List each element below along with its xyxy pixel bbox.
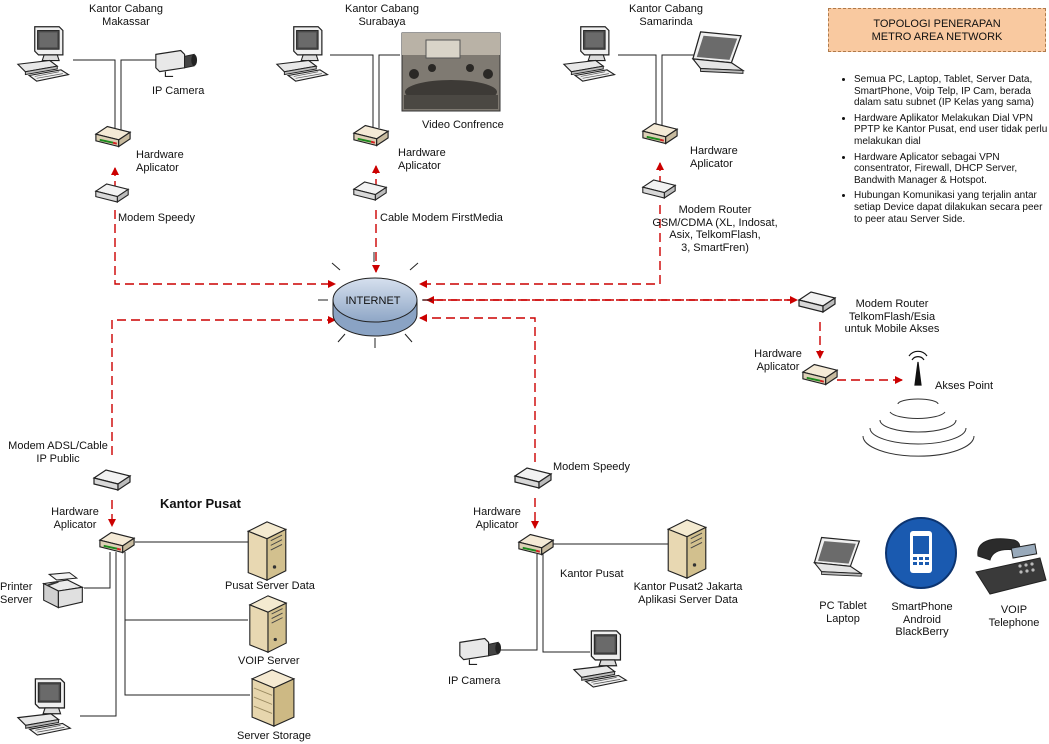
pusat2-server-icon: [667, 519, 707, 579]
makassar-aplicator-label: Hardware Aplicator: [136, 149, 184, 174]
surabaya-pc-icon: [276, 26, 329, 82]
samarinda-modem-label: Modem Router GSM/CDMA (XL, Indosat, Asix…: [652, 204, 778, 254]
printer-server-icon: [42, 571, 84, 609]
pusat2-modem-label: Modem Speedy: [553, 461, 631, 473]
diagram-title-box: TOPOLOGI PENERAPAN METRO AREA NETWORK: [828, 8, 1046, 52]
pusat2-aplicator-icon: [517, 533, 555, 556]
printer-server-label: Printer Server: [0, 581, 33, 606]
samarinda-laptop-icon: [692, 31, 744, 74]
samarinda-aplicator-icon: [641, 122, 679, 145]
surabaya-office-label: Kantor Cabang Surabaya: [345, 3, 419, 28]
surabaya-modem-icon: [353, 181, 387, 201]
notes-list: Semua PC, Laptop, Tablet, Server Data, S…: [828, 74, 1049, 229]
note-item: Hubungan Komunikasi yang terjalin antar …: [854, 190, 1049, 225]
mobile-aplicator-label: Hardware Aplicator: [754, 348, 802, 373]
mobile-aplicator-icon: [801, 363, 839, 386]
samarinda-office-label: Kantor Cabang Samarinda: [629, 3, 703, 28]
surabaya-aplicator-label: Hardware Aplicator: [398, 147, 446, 172]
internet-cloud-icon: INTERNET: [318, 252, 432, 348]
smartphone-label: SmartPhone Android BlackBerry: [891, 601, 953, 638]
pusat2-camera-label: IP Camera: [448, 675, 501, 687]
pusat-aplicator-icon: [98, 531, 136, 554]
surabaya-aplicator-icon: [352, 124, 390, 147]
samarinda-modem-icon: [642, 179, 676, 199]
smartphone-icon: [885, 517, 957, 589]
wireless-signal-icon: [862, 398, 975, 457]
voip-telephone-icon: [975, 538, 1047, 595]
pusat-modem-label: Modem ADSL/Cable IP Public: [8, 440, 108, 465]
mobile-modem-label: Modem Router TelkomFlash/Esia untuk Mobi…: [844, 298, 940, 335]
server-storage-label: Server Storage: [237, 730, 311, 742]
internet-label: INTERNET: [346, 295, 401, 307]
note-item: Semua PC, Laptop, Tablet, Server Data, S…: [854, 74, 1049, 109]
makassar-ip-camera-icon: [155, 49, 198, 78]
pusat2-office-label: Kantor Pusat: [560, 568, 624, 580]
pusat2-modem-icon: [514, 467, 552, 489]
makassar-modem-label: Modem Speedy: [118, 212, 196, 224]
samarinda-pc-icon: [563, 26, 616, 82]
surabaya-modem-label: Cable Modem FirstMedia: [380, 212, 503, 224]
access-point-icon: [908, 350, 928, 386]
pc-tablet-laptop-icon: [813, 536, 862, 577]
note-item: Hardware Aplikator Melakukan Dial VPN PP…: [854, 113, 1049, 148]
voip-server-icon: [249, 595, 287, 653]
pusat2-aplicator-label: Hardware Aplicator: [473, 506, 521, 531]
video-conference-icon: [401, 32, 501, 112]
server-storage-icon: [251, 669, 295, 727]
makassar-modem-icon: [95, 183, 129, 203]
video-conference-label: Video Confrence: [422, 119, 504, 131]
pusat-server-data-icon: [247, 521, 287, 581]
voip-server-label: VOIP Server: [238, 655, 300, 667]
access-point-label: Akses Point: [935, 380, 994, 392]
pusat2-server-label: Kantor Pusat2 Jakarta Aplikasi Server Da…: [633, 581, 743, 606]
samarinda-aplicator-label: Hardware Aplicator: [690, 145, 738, 170]
makassar-office-label: Kantor Cabang Makassar: [89, 3, 163, 28]
pusat-modem-icon: [93, 469, 131, 491]
makassar-pc-icon: [17, 26, 70, 82]
note-item: Hardware Aplicator sebagai VPN consentra…: [854, 152, 1049, 187]
pusat-aplicator-label: Hardware Aplicator: [51, 506, 99, 531]
pusat2-ip-camera-icon: [459, 637, 502, 666]
internet-links: [108, 162, 903, 529]
pusat-pc-icon: [17, 678, 71, 736]
lan-wires: [73, 54, 700, 717]
makassar-aplicator-icon: [94, 125, 132, 148]
kantor-pusat-title: Kantor Pusat: [160, 496, 241, 511]
makassar-camera-label: IP Camera: [152, 85, 205, 97]
mobile-modem-icon: [798, 291, 836, 313]
pusat2-pc-icon: [573, 630, 627, 688]
voip-telephone-label: VOIP Telephone: [988, 604, 1040, 629]
pusat-server-data-label: Pusat Server Data: [225, 580, 315, 592]
pc-tablet-laptop-label: PC Tablet Laptop: [819, 600, 867, 625]
